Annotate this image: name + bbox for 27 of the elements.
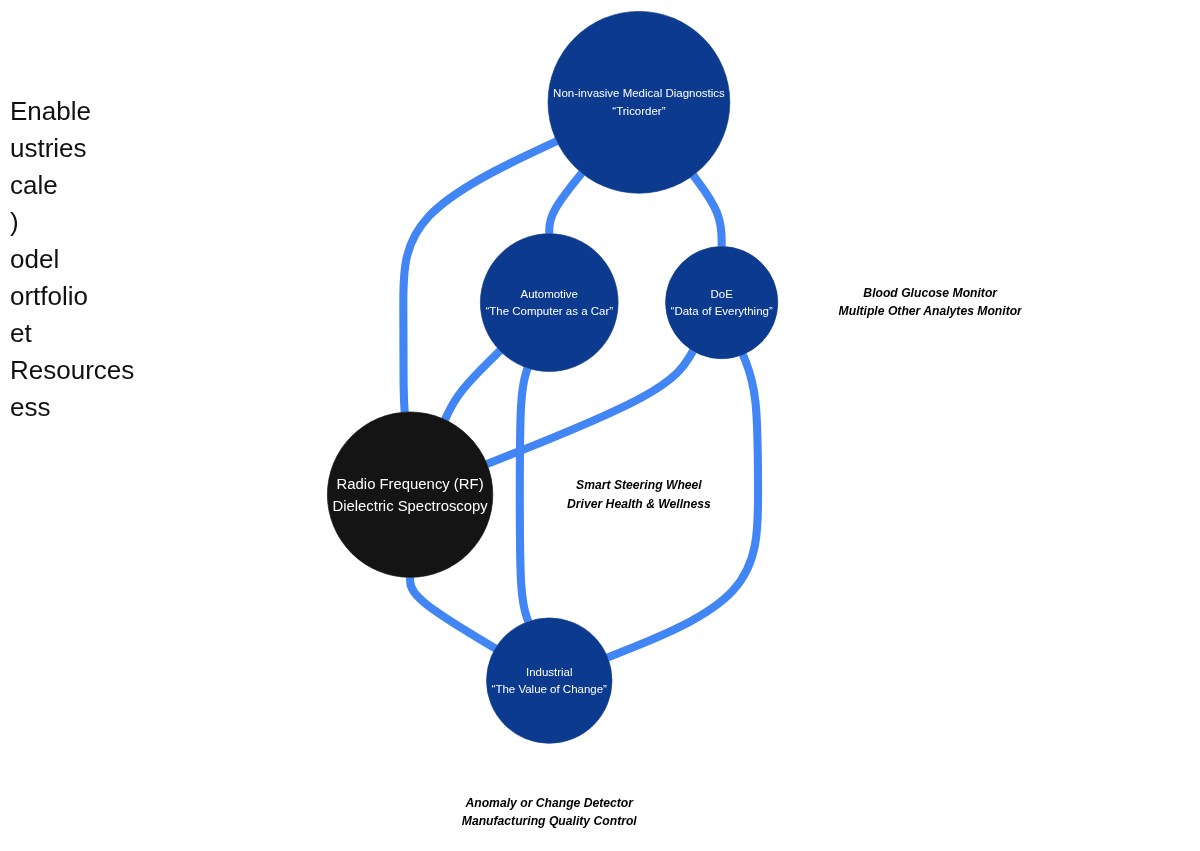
node-label: Smart Steering Wheel [576, 477, 702, 492]
node-circle: Automotive “The Computer as a Car” [480, 232, 619, 372]
node-label: Driver Health & Wellness [567, 496, 711, 510]
connector [690, 172, 726, 246]
connector [606, 352, 763, 661]
connector [545, 170, 586, 234]
side-text: Enable [10, 96, 92, 127]
connector [441, 347, 504, 421]
side-text: ess [10, 392, 52, 423]
side-text: et [10, 318, 33, 349]
node-circle: Non-invasive Medical Diagnostics “Tricorder” [547, 10, 731, 194]
node-label: Manufacturing Quality Control [462, 813, 637, 828]
side-text: odel [10, 244, 61, 275]
node-label: Blood Glucose Monitor [863, 285, 998, 300]
side-text: cale [10, 170, 59, 201]
side-text: ortfolio [10, 281, 90, 312]
connector [516, 366, 533, 623]
connector [399, 136, 559, 413]
node-label: Anomaly or Change Detector [465, 795, 634, 810]
node-circle: DoE “Data of Everything” [665, 245, 779, 359]
node-circle: Industrial “The Value of Change” [486, 617, 613, 744]
side-text: ) [10, 207, 20, 238]
side-text: Resources [10, 355, 136, 386]
side-text: ustries [10, 133, 88, 164]
node-circle: Radio Frequency (RF) Dielectric Spectroscopy [327, 411, 494, 578]
node-label: Multiple Other Analytes Monitor [838, 304, 1023, 318]
connector [485, 348, 697, 468]
